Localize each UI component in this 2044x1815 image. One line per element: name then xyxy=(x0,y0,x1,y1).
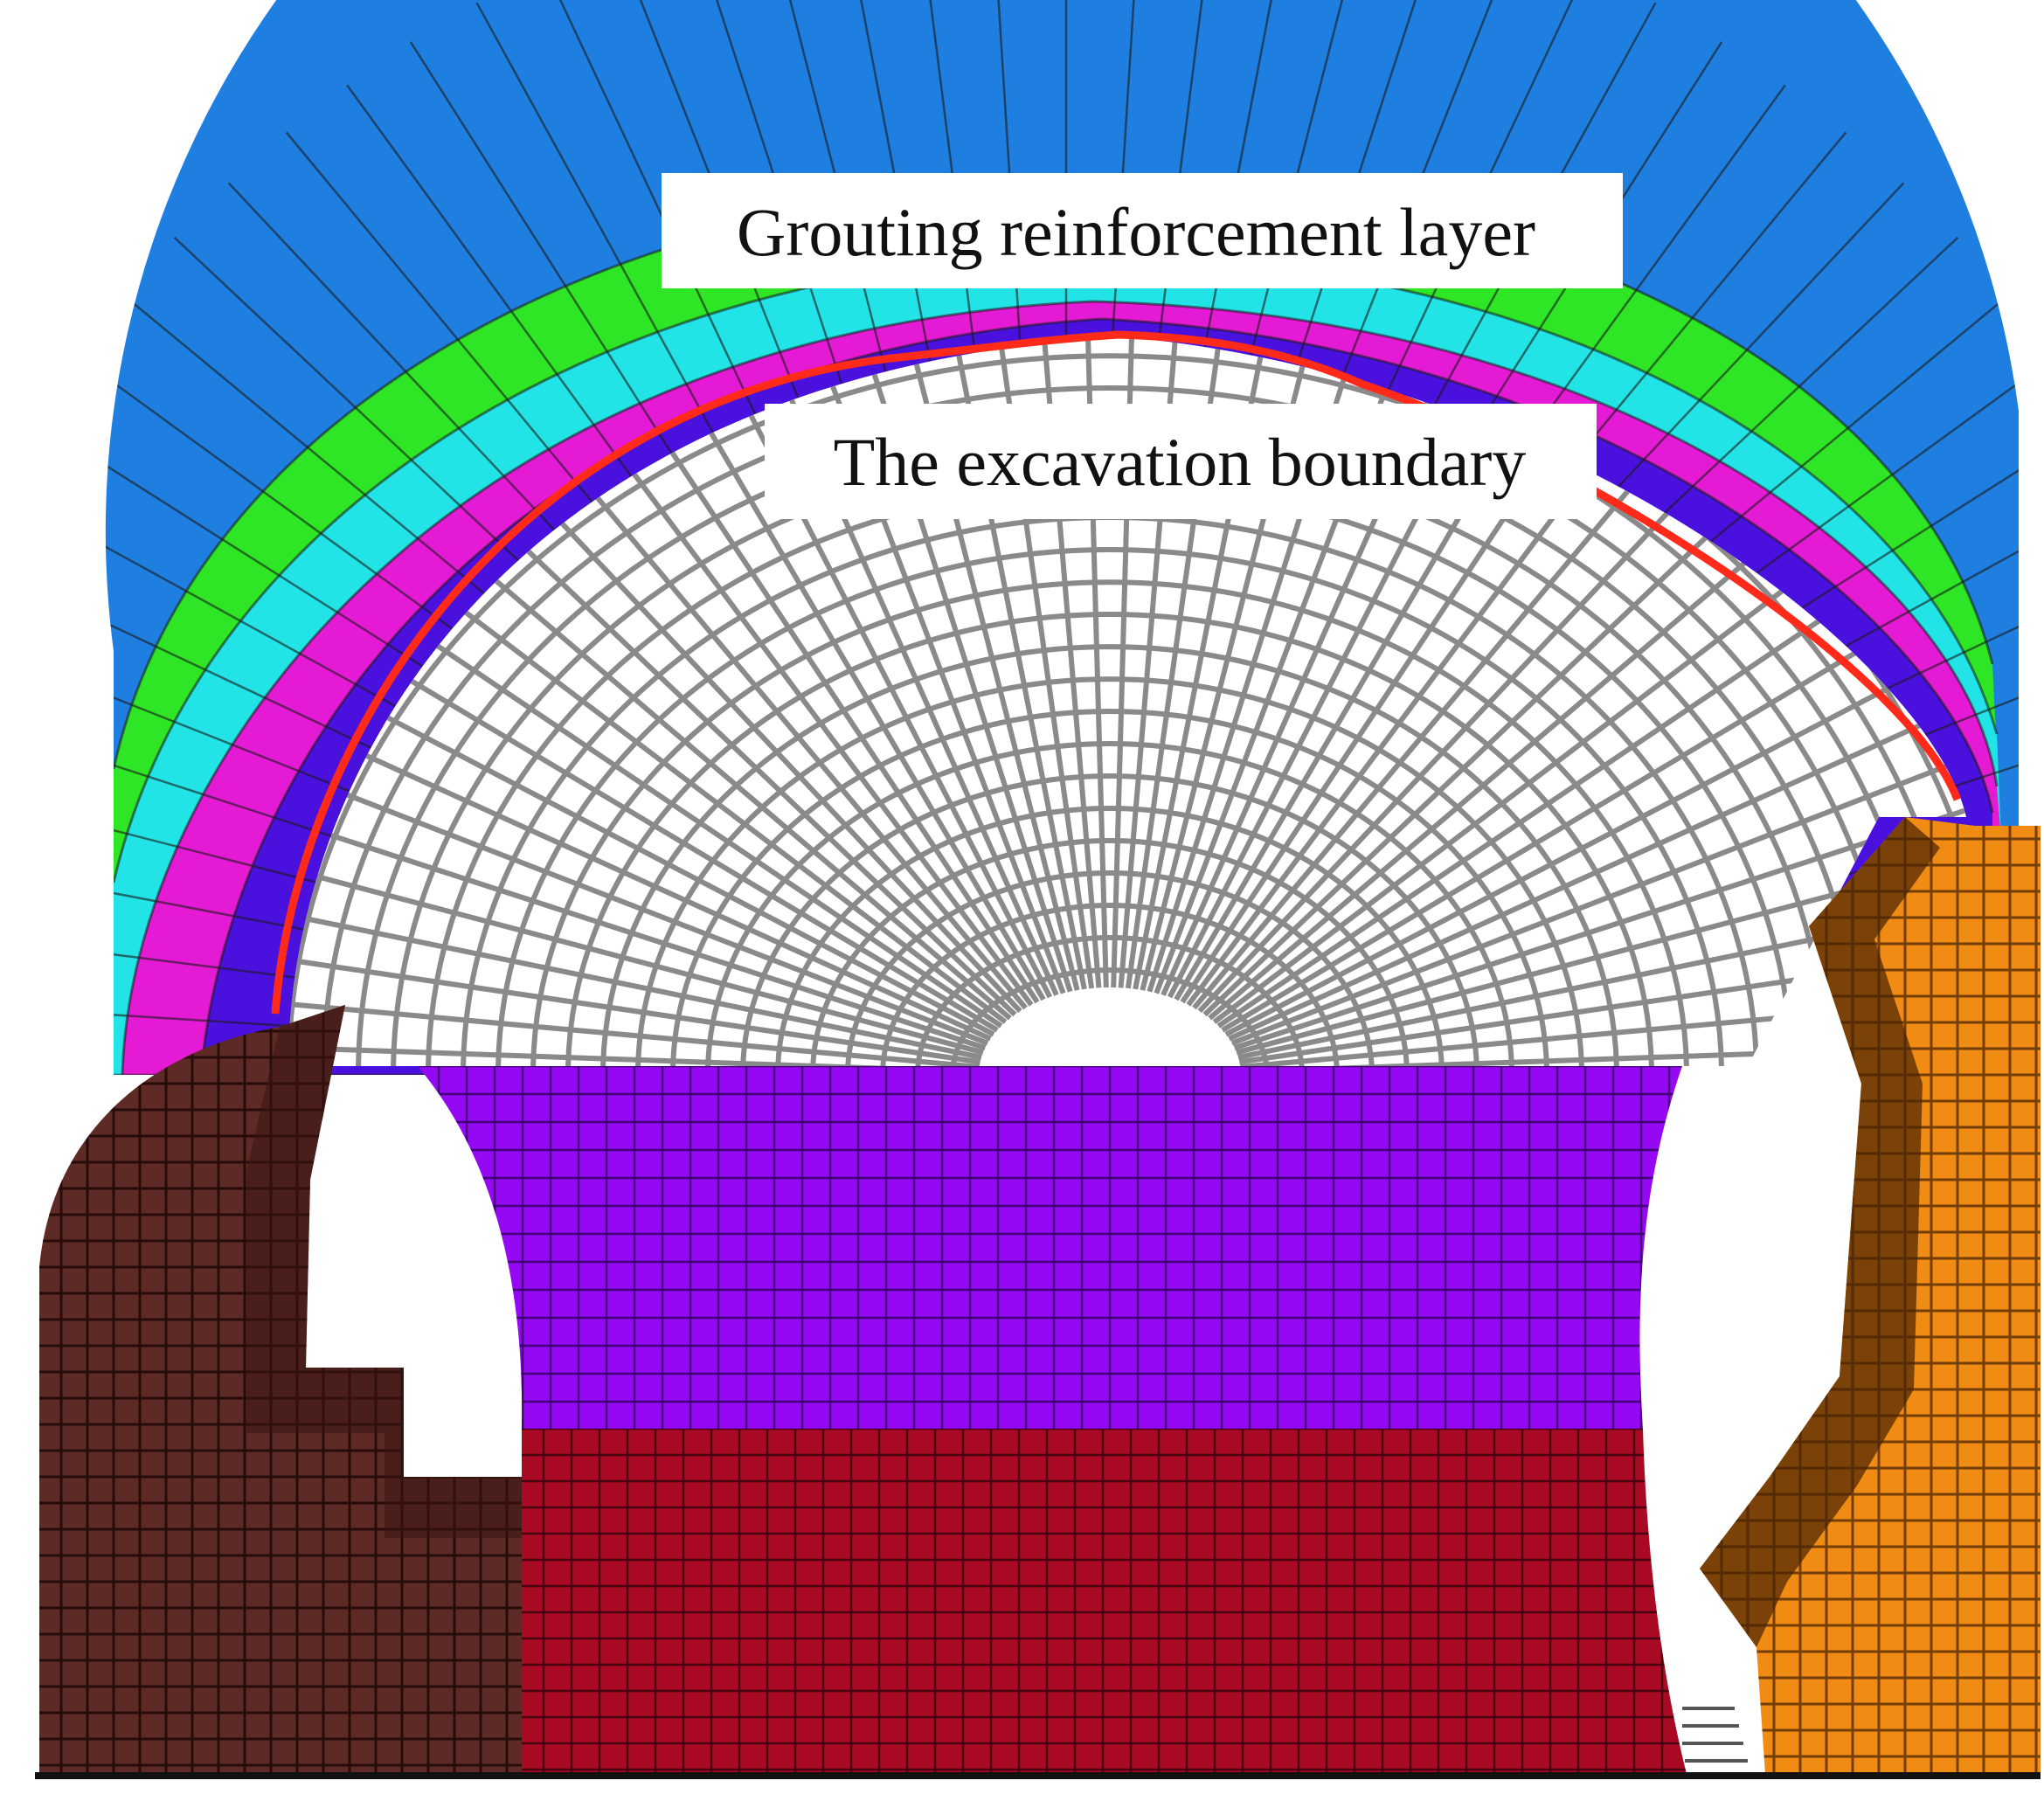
core-mesh-arc xyxy=(880,903,1340,1066)
core-mesh-arc xyxy=(635,676,1584,1066)
core-mesh-spoke xyxy=(288,1038,980,1066)
core-mesh-spoke xyxy=(1154,336,1470,994)
core-mesh-spoke xyxy=(1230,724,1966,1046)
core-mesh-spoke xyxy=(857,336,1080,991)
base-grate xyxy=(1682,1707,1748,1763)
purple-zone-fill xyxy=(418,1066,1682,1429)
core-mesh-spoke xyxy=(288,878,982,1060)
core-mesh-arc xyxy=(600,644,1619,1066)
core-mesh-spoke xyxy=(288,827,984,1056)
core-mesh-spoke xyxy=(1224,627,1966,1037)
core-mesh-spoke xyxy=(1118,336,1197,988)
core-mesh-spoke xyxy=(1228,675,1966,1042)
core-mesh-arc xyxy=(845,870,1375,1066)
core-mesh-spoke xyxy=(803,336,1073,993)
grouting-layer-label: Grouting reinforcement layer xyxy=(737,194,1535,270)
grouting-layer-callout: Grouting reinforcement layer xyxy=(662,173,1623,288)
purple-zone xyxy=(418,1066,1682,1429)
core-mesh-spoke xyxy=(1078,336,1109,988)
left-block-inner-face xyxy=(246,1005,345,1368)
left-lining-block xyxy=(39,1005,522,1774)
core-mesh-arc xyxy=(495,547,1724,1066)
excavation-boundary-callout: The excavation boundary xyxy=(765,404,1597,519)
core-mesh-spoke xyxy=(1240,1038,1966,1066)
core-mesh-arc xyxy=(530,579,1689,1066)
red-zone xyxy=(522,1429,1687,1774)
core-mesh-spoke xyxy=(288,932,981,1065)
core-mesh-spoke xyxy=(1133,336,1308,990)
core-mesh-spoke xyxy=(1221,580,1966,1033)
left-block-step-face xyxy=(246,1368,522,1538)
core-mesh-arc xyxy=(775,806,1445,1066)
core-mesh-spoke xyxy=(1147,336,1417,993)
excavation-boundary-label: The excavation boundary xyxy=(834,424,1527,500)
core-mesh-arc xyxy=(915,935,1305,1066)
core-mesh-spoke xyxy=(1125,336,1253,989)
core-mesh-spoke xyxy=(1111,336,1141,988)
excavation-boundary-line xyxy=(271,330,1962,1015)
core-mesh-spoke xyxy=(698,336,1059,996)
core-mesh-arc xyxy=(950,967,1270,1066)
purple-zone-mesh xyxy=(418,1066,1682,1429)
core-mesh-arc xyxy=(321,385,1899,1066)
core-mesh-spoke xyxy=(1161,336,1521,996)
core-mesh-arc xyxy=(670,709,1549,1066)
core-mesh-arc xyxy=(705,741,1514,1066)
core-mesh-arc xyxy=(810,838,1410,1066)
core-mesh-spoke xyxy=(1140,336,1362,991)
red-zone-mesh xyxy=(522,1429,1687,1774)
core-mesh-spoke xyxy=(1022,336,1102,988)
core-mesh-spoke xyxy=(288,985,980,1066)
red-zone-fill xyxy=(522,1429,1687,1774)
core-mesh-spoke xyxy=(750,336,1066,994)
core-mesh-arc xyxy=(565,612,1654,1066)
core-mesh-arc xyxy=(740,773,1479,1066)
core-mesh-arc xyxy=(288,353,1934,1066)
core-mesh-spoke xyxy=(911,336,1087,990)
core-mesh-spoke xyxy=(967,336,1095,989)
